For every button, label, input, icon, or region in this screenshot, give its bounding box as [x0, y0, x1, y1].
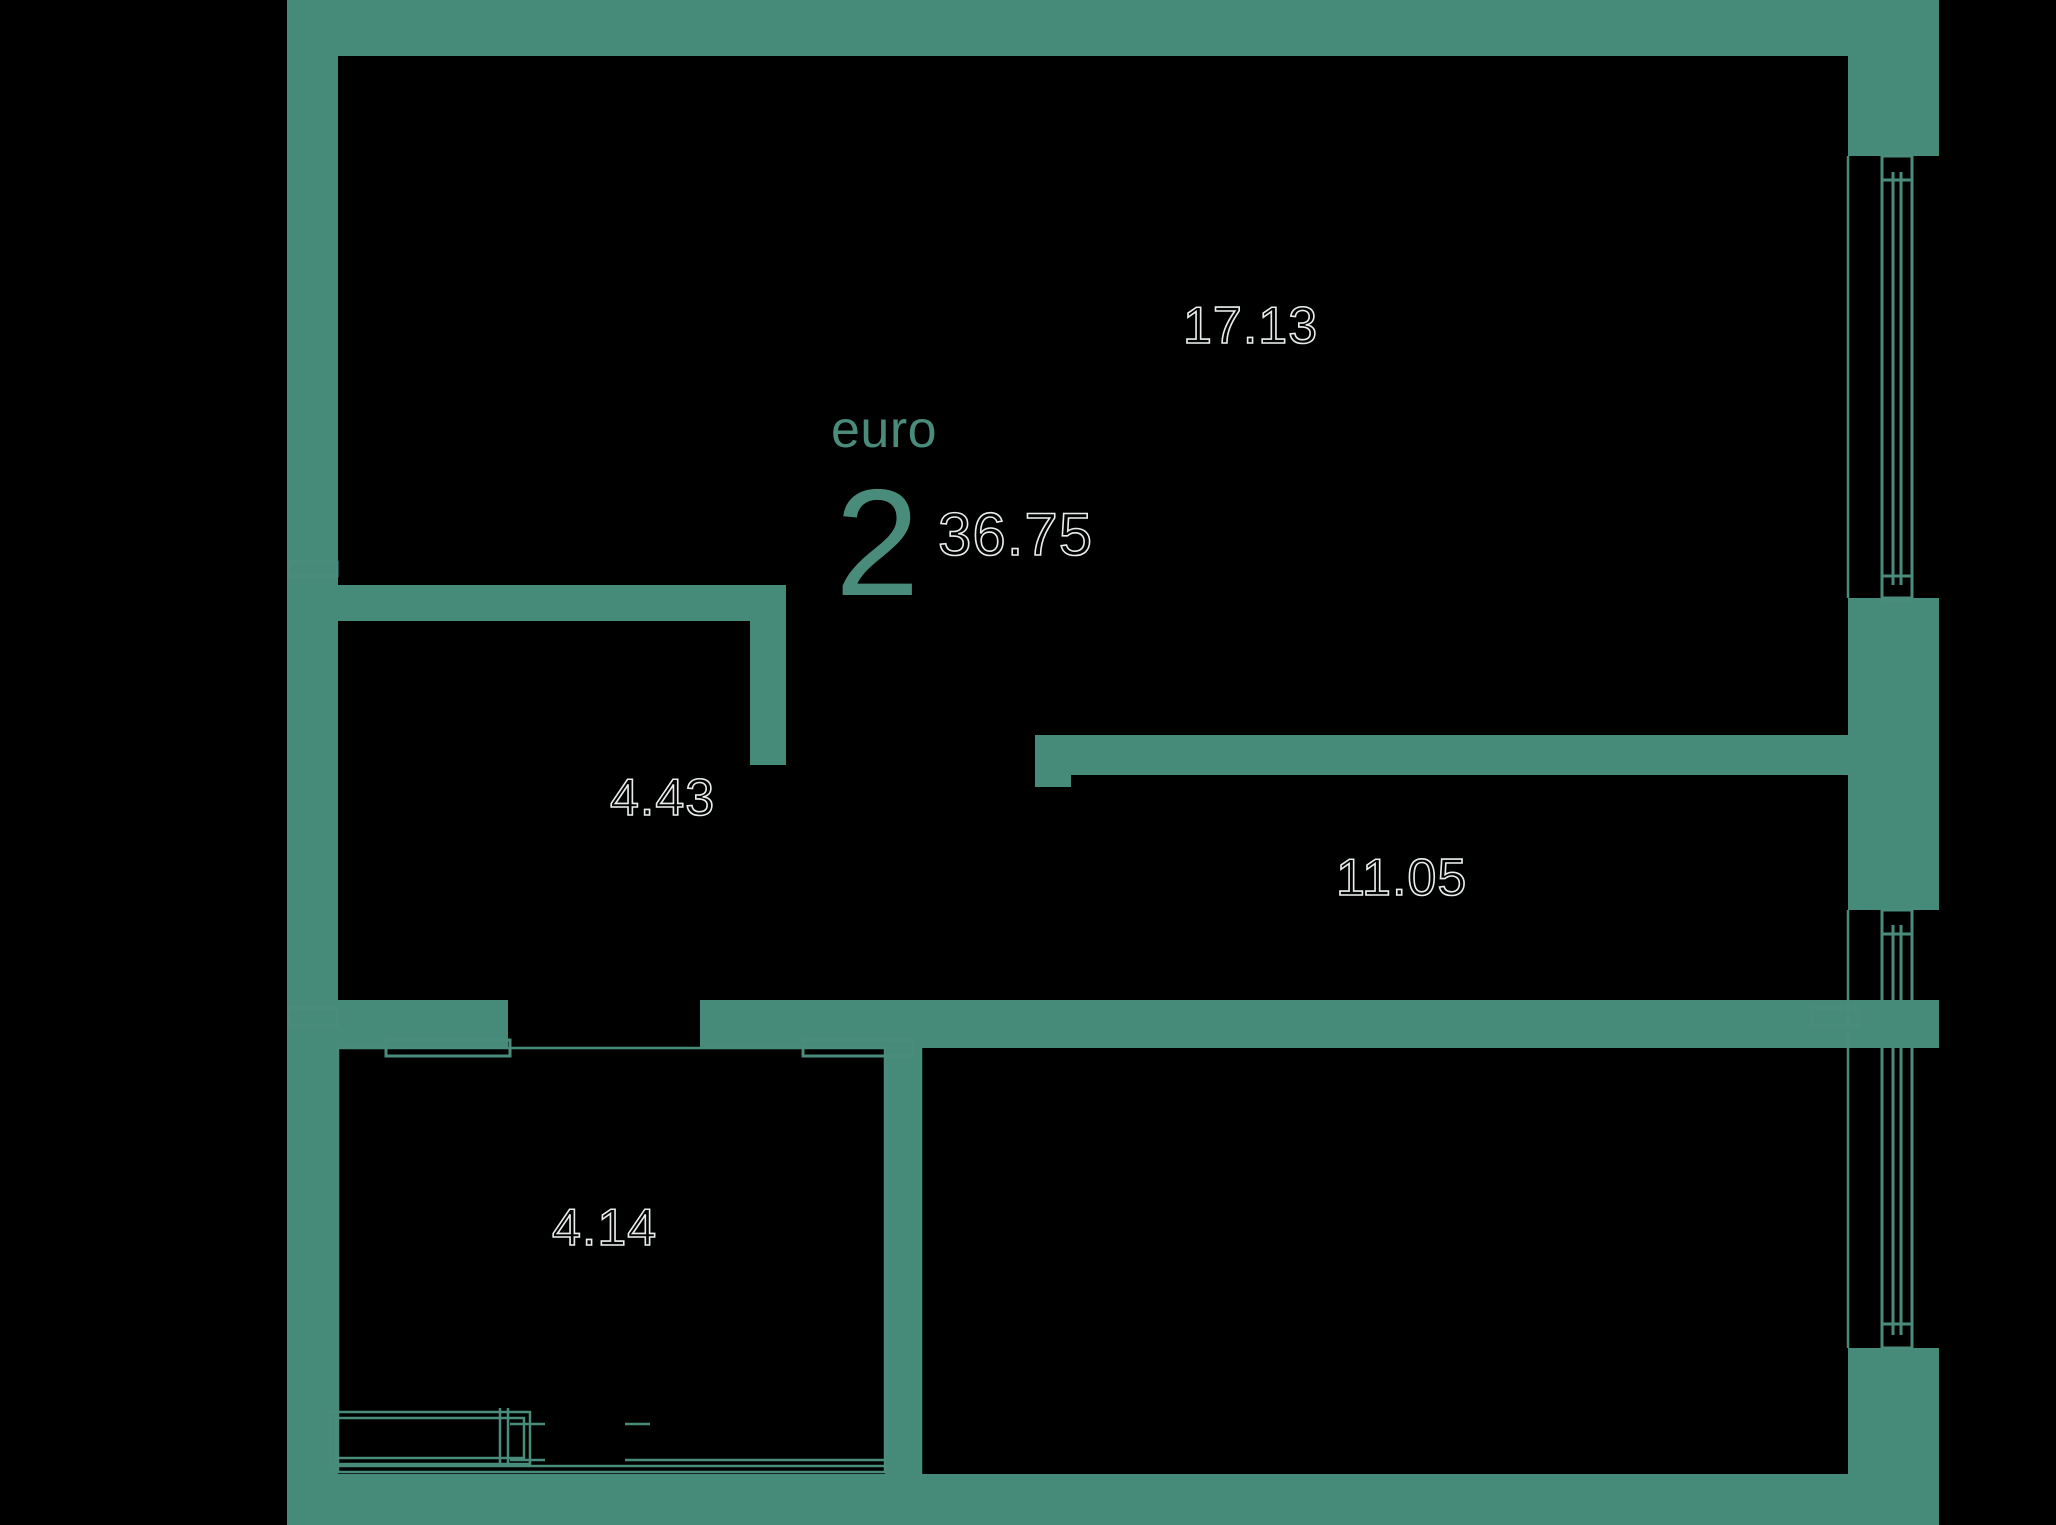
wall-bathroom-bedroom-divider: [885, 1000, 921, 1480]
wall-hall-top: [338, 585, 786, 621]
room-outlines: [919, 156, 1850, 1480]
jamb-corridor-right: [1810, 1006, 1860, 1028]
wall-exterior-right-pier-mid: [1848, 598, 1939, 910]
bathtub-inner: [334, 1416, 526, 1460]
wall-exterior-top: [287, 0, 1939, 56]
wall-bedroom-to-facade: [1500, 735, 1848, 775]
windows: [1880, 154, 1914, 1350]
interior-walls: [338, 585, 1939, 1480]
wall-bedroom-door-jamb: [1035, 735, 1071, 787]
bathtub: [328, 1410, 532, 1466]
wall-corridor-bottom: [910, 1000, 1939, 1048]
window-lower: [1880, 908, 1914, 1350]
wall-exterior-right-pier-top: [1848, 0, 1939, 156]
wall-exterior-bottom: [287, 1474, 1939, 1525]
wall-hall-right-stub: [750, 585, 786, 765]
jamb-hall-bottom: [287, 560, 339, 578]
wall-exterior-left: [287, 0, 338, 1525]
door-jambs: [287, 560, 1860, 1058]
bathroom-fixtures: [328, 1046, 887, 1474]
exterior-walls: [287, 0, 1939, 1525]
bathroom-inner-outline: [336, 1046, 887, 1474]
window-upper: [1880, 154, 1914, 602]
wall-bedroom-top: [1035, 735, 1500, 775]
wall-exterior-right-pier-bottom: [1848, 1348, 1939, 1525]
jamb-entry-left: [287, 1006, 339, 1028]
